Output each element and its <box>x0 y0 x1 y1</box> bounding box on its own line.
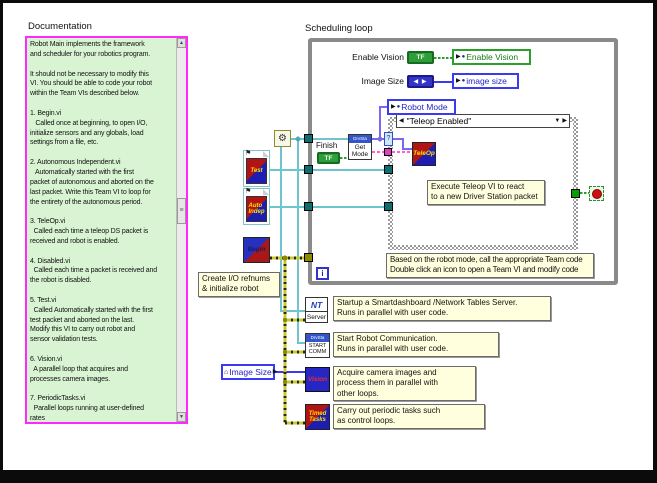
stop-button[interactable] <box>589 186 604 201</box>
timed-tasks-vi[interactable]: Timed Tasks <box>305 404 330 430</box>
iteration-terminal: i <box>316 267 329 280</box>
documentation-label: Documentation <box>28 21 92 32</box>
test-vi[interactable]: ⚑ Test <box>243 150 270 187</box>
image-size-constant[interactable]: ◀ ▶ <box>407 75 434 88</box>
timed-tasks-vi-label: Timed Tasks <box>308 410 327 423</box>
autonomous-vi[interactable]: ⚑ Auto Indep <box>243 188 270 225</box>
wire-junction <box>295 136 301 142</box>
image-size-label: Image Size <box>361 76 404 86</box>
vision-comment: Acquire camera images and process them i… <box>333 366 476 402</box>
globe-icon: ● <box>396 104 401 110</box>
enable-vision-global[interactable]: ▶ ● Enable Vision <box>452 49 531 65</box>
documentation-scrollbar[interactable]: ▲ ≡ ▼ <box>176 38 186 422</box>
start-comm-label: START COMM <box>308 343 327 356</box>
scheduling-loop-label: Scheduling loop <box>305 23 373 34</box>
scroll-down-icon[interactable]: ▼ <box>177 412 186 422</box>
robot-mode-global-label: Robot Mode <box>401 102 448 112</box>
begin-vi-label: Begin <box>247 245 266 253</box>
vision-vi[interactable]: Vision <box>305 367 330 392</box>
start-comm-comment: Start Robot Communication. Runs in paral… <box>333 332 499 357</box>
case-tunnel <box>384 148 392 156</box>
read-arrow-icon: ▶ <box>272 369 278 375</box>
robot-mode-comment: Based on the robot mode, call the approp… <box>386 253 594 278</box>
image-size-local[interactable]: ⌂ Image Size ▶ <box>221 364 278 380</box>
enable-vision-constant[interactable]: TF <box>407 51 434 64</box>
start-comm-header: DrvSta <box>306 334 329 342</box>
case-selector-terminal: ? <box>384 132 393 146</box>
write-arrow-icon: ▶ <box>456 54 461 60</box>
nt-server-vi[interactable]: NT <box>305 297 328 312</box>
stop-icon <box>591 188 602 199</box>
finish-tf-constant[interactable]: TF <box>317 152 340 164</box>
timed-tasks-comment: Carry out periodic tasks such as control… <box>333 404 485 429</box>
flag-icon: ⚑ <box>245 150 252 157</box>
image-size-global-label: image size <box>466 76 507 86</box>
wire-junction <box>282 379 288 385</box>
gear-icon: ⚙ <box>278 133 287 144</box>
create-refnums-comment: Create I/O refnums & initialize robot <box>198 272 280 297</box>
documentation-text: Robot Main implements the framework and … <box>30 41 158 420</box>
loop-tunnel <box>304 202 313 211</box>
get-mode-header: DrvSta <box>349 135 371 143</box>
start-comm-vi[interactable]: DrvSta START COMM <box>305 333 330 358</box>
house-icon: ⌂ <box>224 368 229 376</box>
robot-mode-global[interactable]: ▶ ● Robot Mode <box>387 99 456 115</box>
test-vi-label: Test <box>246 158 267 184</box>
wire-junction <box>282 349 288 355</box>
teleop-vi[interactable]: TeleOp <box>412 142 436 166</box>
loop-tunnel <box>304 165 313 174</box>
page-corner <box>263 189 269 195</box>
scroll-up-icon[interactable]: ▲ <box>177 38 186 48</box>
wait-for-data-vi[interactable]: ⚙ <box>274 130 291 147</box>
wire-junction <box>282 255 288 261</box>
case-selector-header[interactable]: ◀ "Teleop Enabled" ▼ ▶ <box>396 114 570 128</box>
case-selector-label: "Teleop Enabled" <box>406 116 472 126</box>
get-mode-body: Get Mode <box>351 144 369 159</box>
write-arrow-icon: ▶ <box>456 78 461 84</box>
enable-vision-global-label: Enable Vision <box>466 52 519 62</box>
scroll-thumb[interactable]: ≡ <box>177 198 186 224</box>
case-next-icon[interactable]: ▶ <box>562 118 567 124</box>
enable-vision-label: Enable Vision <box>352 52 404 62</box>
case-tunnel <box>384 165 393 174</box>
error-tunnel <box>304 253 313 262</box>
nt-server-comment: Startup a Smartdashboard /Network Tables… <box>333 296 551 321</box>
case-prev-icon[interactable]: ◀ <box>399 118 404 124</box>
teleop-vi-label: TeleOp <box>413 149 435 157</box>
nt-server-vi-label: Server <box>305 312 328 323</box>
execute-teleop-comment: Execute Teleop VI to react to a new Driv… <box>427 180 545 205</box>
get-mode-vi[interactable]: DrvSta Get Mode <box>348 134 372 160</box>
globe-icon: ● <box>461 78 466 84</box>
finish-label: Finish <box>316 141 338 150</box>
flag-icon: ⚑ <box>245 188 252 195</box>
image-size-local-label: Image Size <box>229 367 272 377</box>
vision-vi-label: Vision <box>307 376 328 383</box>
page-corner <box>263 151 269 157</box>
documentation-box[interactable]: Robot Main implements the framework and … <box>25 36 188 424</box>
begin-vi[interactable]: Begin <box>243 237 270 263</box>
case-tunnel <box>384 202 393 211</box>
case-output-tunnel <box>571 189 580 198</box>
autonomous-vi-label: Auto Indep <box>246 196 267 222</box>
globe-icon: ● <box>461 54 466 60</box>
loop-tunnel <box>304 134 313 143</box>
write-arrow-icon: ▶ <box>391 104 396 110</box>
case-dropdown-icon[interactable]: ▼ <box>554 118 561 124</box>
image-size-global[interactable]: ▶ ● image size <box>452 73 519 89</box>
wire-junction <box>282 317 288 323</box>
